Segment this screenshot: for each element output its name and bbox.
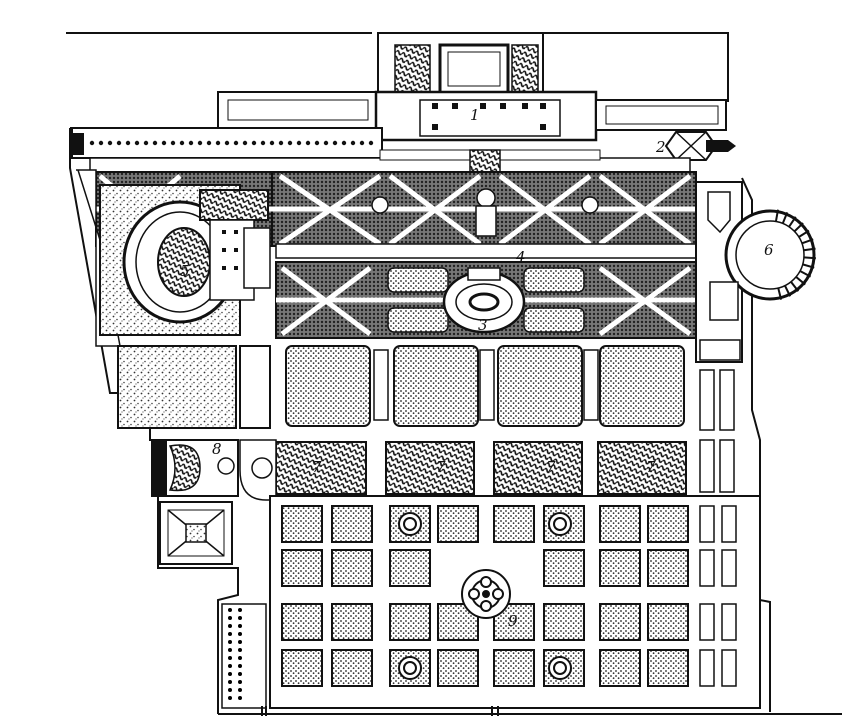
palace-block: [217, 32, 736, 161]
label-parterre-2: 7: [436, 458, 446, 476]
side-court: [151, 439, 239, 565]
label-north-terrace: 4: [515, 248, 526, 266]
label-palace: 1: [470, 106, 480, 124]
east-round-court: [695, 181, 816, 363]
southern-grid: [269, 495, 761, 709]
label-parterre-3: 7: [546, 458, 556, 476]
label-entrance-pavilion: 2: [655, 138, 666, 156]
label-side-court: 8: [212, 440, 222, 458]
bottom-gates: [261, 706, 499, 716]
plan-labels: 1 2 3 4 5 6 7 7 7 7 8 9: [180, 106, 774, 630]
south-fountain: [461, 569, 511, 619]
label-round-court: 6: [764, 241, 774, 259]
middle-parterre: [275, 261, 697, 339]
label-oval-garden: 5: [180, 262, 190, 280]
parterre-7-row: [239, 369, 735, 501]
label-central-fountain: 3: [478, 316, 488, 334]
southwest-avenue: [221, 603, 267, 709]
top-promenade: [71, 127, 691, 177]
west-garden: [76, 169, 271, 347]
label-south-fountain: 9: [508, 612, 518, 630]
label-parterre-1: 7: [312, 458, 322, 476]
label-parterre-4: 7: [646, 458, 656, 476]
bosquet-row: [117, 345, 685, 429]
